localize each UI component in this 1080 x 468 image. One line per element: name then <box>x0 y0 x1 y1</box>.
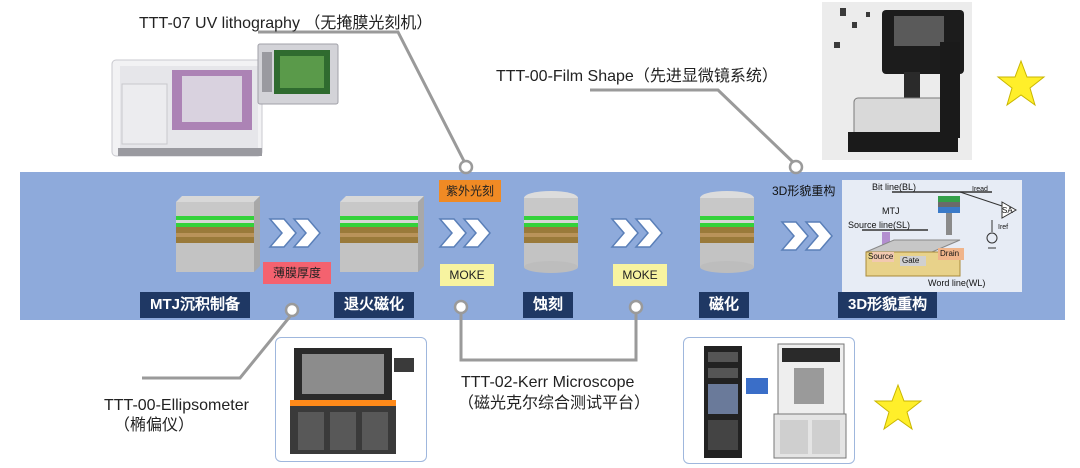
source-line-label: Source line(SL) <box>848 220 911 230</box>
mtj-film-stack-2 <box>340 196 424 272</box>
uv-lithography-tag: 紫外光刻 <box>439 180 501 202</box>
star-icon <box>873 383 923 431</box>
sense-amp-label: SA <box>1002 206 1013 215</box>
film-thickness-tag: 薄膜厚度 <box>263 262 331 284</box>
3d-reconstruction-caption: 3D形貌重构 <box>772 184 836 198</box>
kerr-microscope-graphic <box>704 343 847 459</box>
iref-label: Iref <box>998 224 1009 231</box>
chevron-right-icon <box>438 218 491 248</box>
source-label: Source <box>868 252 894 261</box>
etched-pillar-2 <box>700 191 754 273</box>
mtj-film-stack-1 <box>176 196 260 272</box>
mtj-cell-schematic: Bit line(BL) MTJ Source line(SL) Source … <box>842 180 1022 292</box>
ellipsometer-label: TTT-00-Ellipsometer <box>104 397 249 414</box>
drain-label: Drain <box>940 249 960 258</box>
etched-pillar-1 <box>524 191 578 273</box>
kerr-microscope-label-cn: （磁光克尔综合测试平台） <box>458 395 651 412</box>
star-icon <box>996 59 1046 107</box>
uv-lithography-label: TTT-07 UV lithography （无掩膜光刻机） <box>139 15 433 32</box>
mtj-cell-schematic-graphic <box>862 191 1018 277</box>
iread-label: Iread <box>972 186 988 193</box>
chevron-right-icon <box>780 221 833 251</box>
moke-tag: MOKE <box>613 264 667 286</box>
chevron-right-icon <box>268 218 321 248</box>
moke-tag: MOKE <box>440 264 494 286</box>
gate-label: Gate <box>902 256 920 265</box>
uv-lithography-machine-image <box>111 43 339 157</box>
ellipsometer-graphic <box>290 348 414 454</box>
word-line-label: Word line(WL) <box>928 278 986 288</box>
film-shape-microscope-image <box>822 2 972 160</box>
kerr-microscope-image <box>683 337 855 464</box>
chevron-right-icon <box>610 218 663 248</box>
ellipsometer-label-cn: （椭偏仪） <box>114 417 195 434</box>
step-anneal-magnetize: 退火磁化 <box>334 292 415 318</box>
step-etching: 蚀刻 <box>523 292 574 318</box>
film-shape-label: TTT-00-Film Shape（先进显微镜系统） <box>496 68 778 85</box>
step-3d-reconstruction: 3D形貌重构 <box>838 292 938 318</box>
step-magnetize: 磁化 <box>699 292 750 318</box>
ellipsometer-image <box>275 337 427 462</box>
kerr-microscope-label: TTT-02-Kerr Microscope <box>461 374 635 391</box>
bit-line-label: Bit line(BL) <box>872 182 917 192</box>
mtj-label: MTJ <box>882 206 900 216</box>
step-mtj-deposition: MTJ沉积制备 <box>140 292 251 318</box>
